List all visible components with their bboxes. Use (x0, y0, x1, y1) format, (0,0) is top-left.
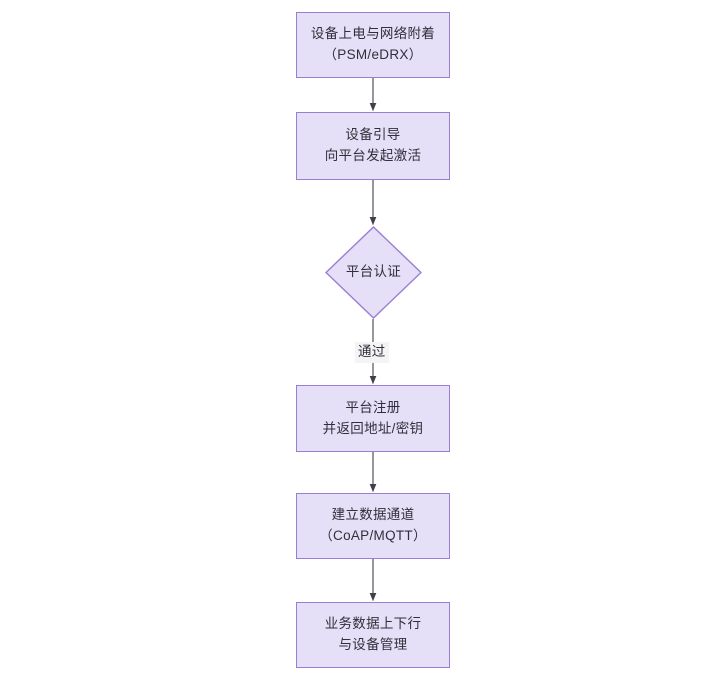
flow-node-device-bootstrap[interactable]: 设备引导 向平台发起激活 (296, 112, 450, 180)
flow-node-platform-registration[interactable]: 平台注册 并返回地址/密钥 (296, 385, 450, 452)
flow-node-data-channel[interactable]: 建立数据通道 （CoAP/MQTT） (296, 493, 450, 559)
flow-node-label: 设备引导 向平台发起激活 (324, 127, 422, 163)
flow-node-label: 平台认证 (345, 264, 402, 280)
flow-node-label: 设备上电与网络附着 （PSM/eDRX） (310, 26, 436, 62)
flow-node-device-power-on[interactable]: 设备上电与网络附着 （PSM/eDRX） (296, 12, 450, 78)
flow-node-business-data[interactable]: 业务数据上下行 与设备管理 (296, 602, 450, 668)
edge-label-pass: 通过 (355, 342, 389, 363)
flow-node-label: 业务数据上下行 与设备管理 (324, 616, 422, 652)
flow-node-platform-auth-decision[interactable]: 平台认证 (325, 226, 422, 319)
diamond-shape (325, 226, 422, 319)
flow-node-label: 平台注册 并返回地址/密钥 (322, 399, 424, 436)
flow-node-label: 建立数据通道 （CoAP/MQTT） (319, 507, 427, 543)
